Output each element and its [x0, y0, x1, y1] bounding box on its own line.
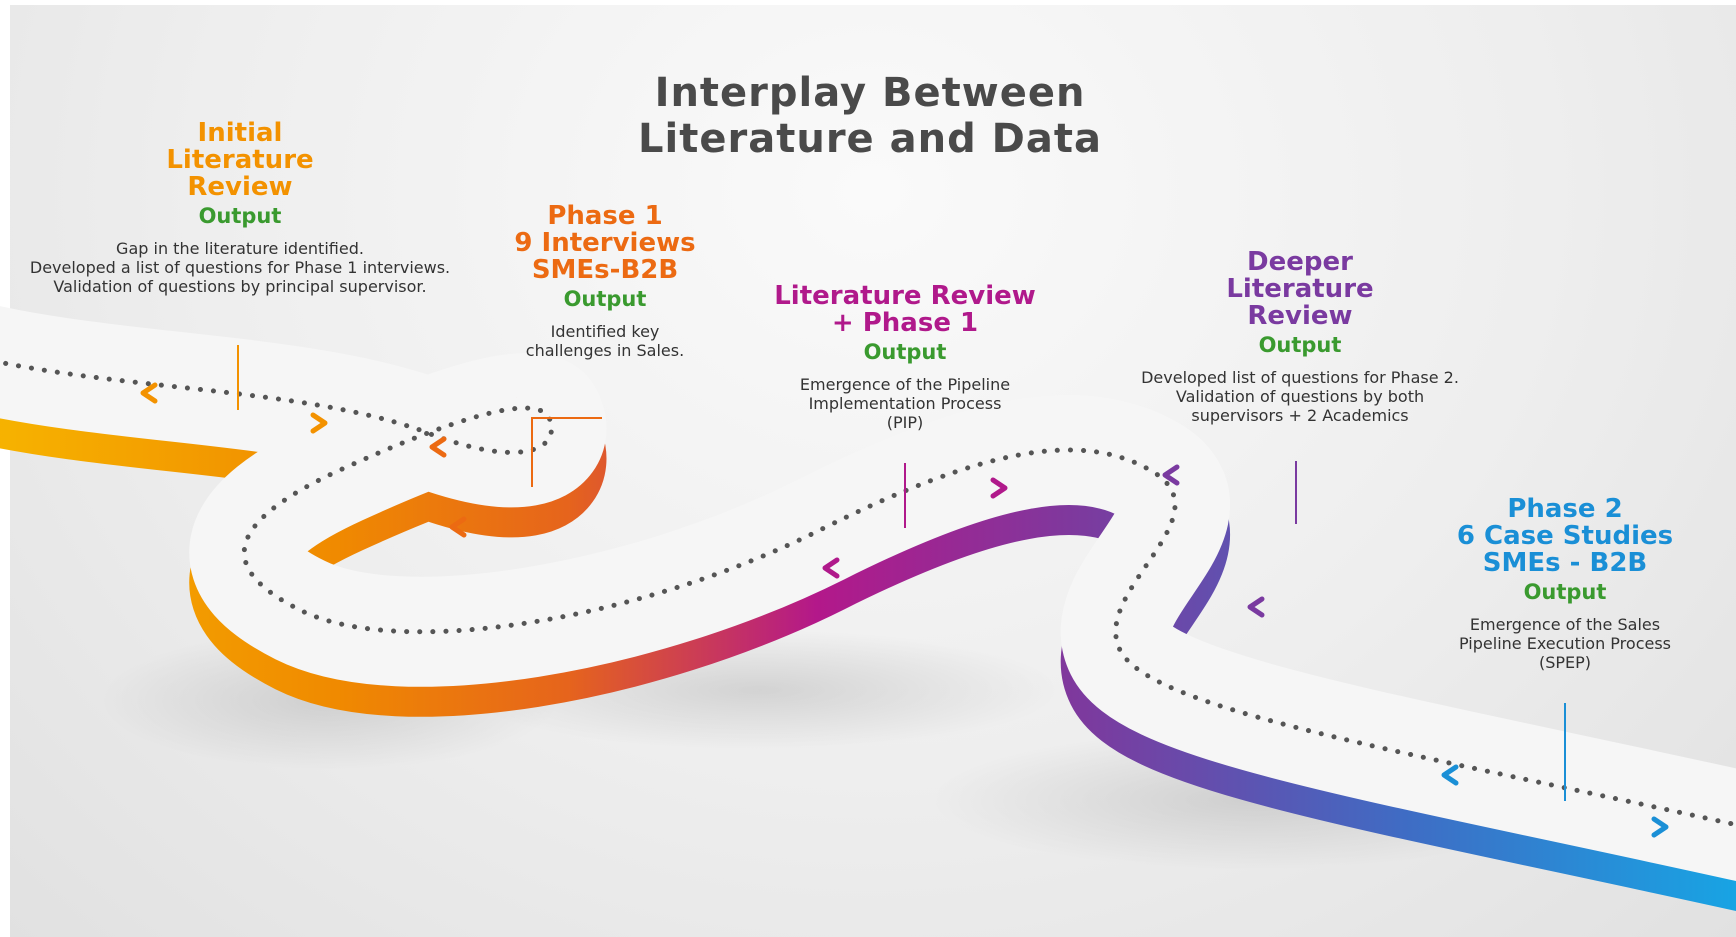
stage-phase-2: Phase 2 6 Case Studies SMEs - B2B Output…: [1420, 494, 1710, 673]
stage-heading: Phase 1 9 Interviews SMEs-B2B: [514, 201, 696, 285]
direction-arrows: [140, 382, 1669, 838]
direction-chevron-left-icon: [429, 436, 447, 458]
leader-line-2: [531, 417, 602, 487]
direction-chevron-left-icon: [1441, 764, 1459, 786]
stage-description: Gap in the literature identified. Develo…: [29, 239, 451, 296]
direction-chevron-right-icon: [310, 412, 328, 434]
direction-chevron-right-icon: [990, 477, 1008, 499]
stage-description: Developed list of questions for Phase 2.…: [1141, 368, 1459, 425]
stage-output-label: Output: [863, 340, 947, 364]
leader-lines: [237, 345, 1566, 801]
title-line-1: Interplay Between: [654, 70, 1086, 116]
direction-chevron-right-icon: [1651, 816, 1669, 838]
stage-initial-literature-review: Initial Literature Review Output Gap in …: [10, 118, 470, 297]
stage-literature-review-phase-1: Literature Review + Phase 1 Output Emerg…: [740, 281, 1070, 433]
direction-chevron-left-icon: [449, 516, 467, 538]
stage-output-label: Output: [1258, 333, 1342, 357]
stage-description: Emergence of the Sales Pipeline Executio…: [1459, 615, 1671, 672]
stage-heading: Phase 2 6 Case Studies SMEs - B2B: [1456, 494, 1674, 578]
stage-heading: Initial Literature Review: [166, 118, 314, 202]
stage-phase-1: Phase 1 9 Interviews SMEs-B2B Output Ide…: [455, 201, 755, 361]
direction-chevron-left-icon: [1162, 464, 1180, 486]
title-line-2: Literature and Data: [638, 116, 1102, 162]
road-dotted-center-line: [0, 359, 1736, 828]
stage-output-label: Output: [198, 204, 282, 228]
stage-heading: Deeper Literature Review: [1226, 247, 1374, 331]
stage-description: Identified key challenges in Sales.: [525, 322, 685, 360]
direction-chevron-left-icon: [1247, 596, 1265, 618]
stage-output-label: Output: [563, 287, 647, 311]
stage-heading: Literature Review + Phase 1: [774, 281, 1036, 338]
stage-description: Emergence of the Pipeline Implementation…: [799, 375, 1011, 432]
direction-chevron-left-icon: [140, 382, 158, 404]
stage-deeper-literature-review: Deeper Literature Review Output Develope…: [1080, 247, 1520, 426]
diagram-title: Interplay Between Literature and Data: [570, 70, 1170, 162]
direction-chevron-left-icon: [822, 557, 840, 579]
stage-output-label: Output: [1523, 580, 1607, 604]
